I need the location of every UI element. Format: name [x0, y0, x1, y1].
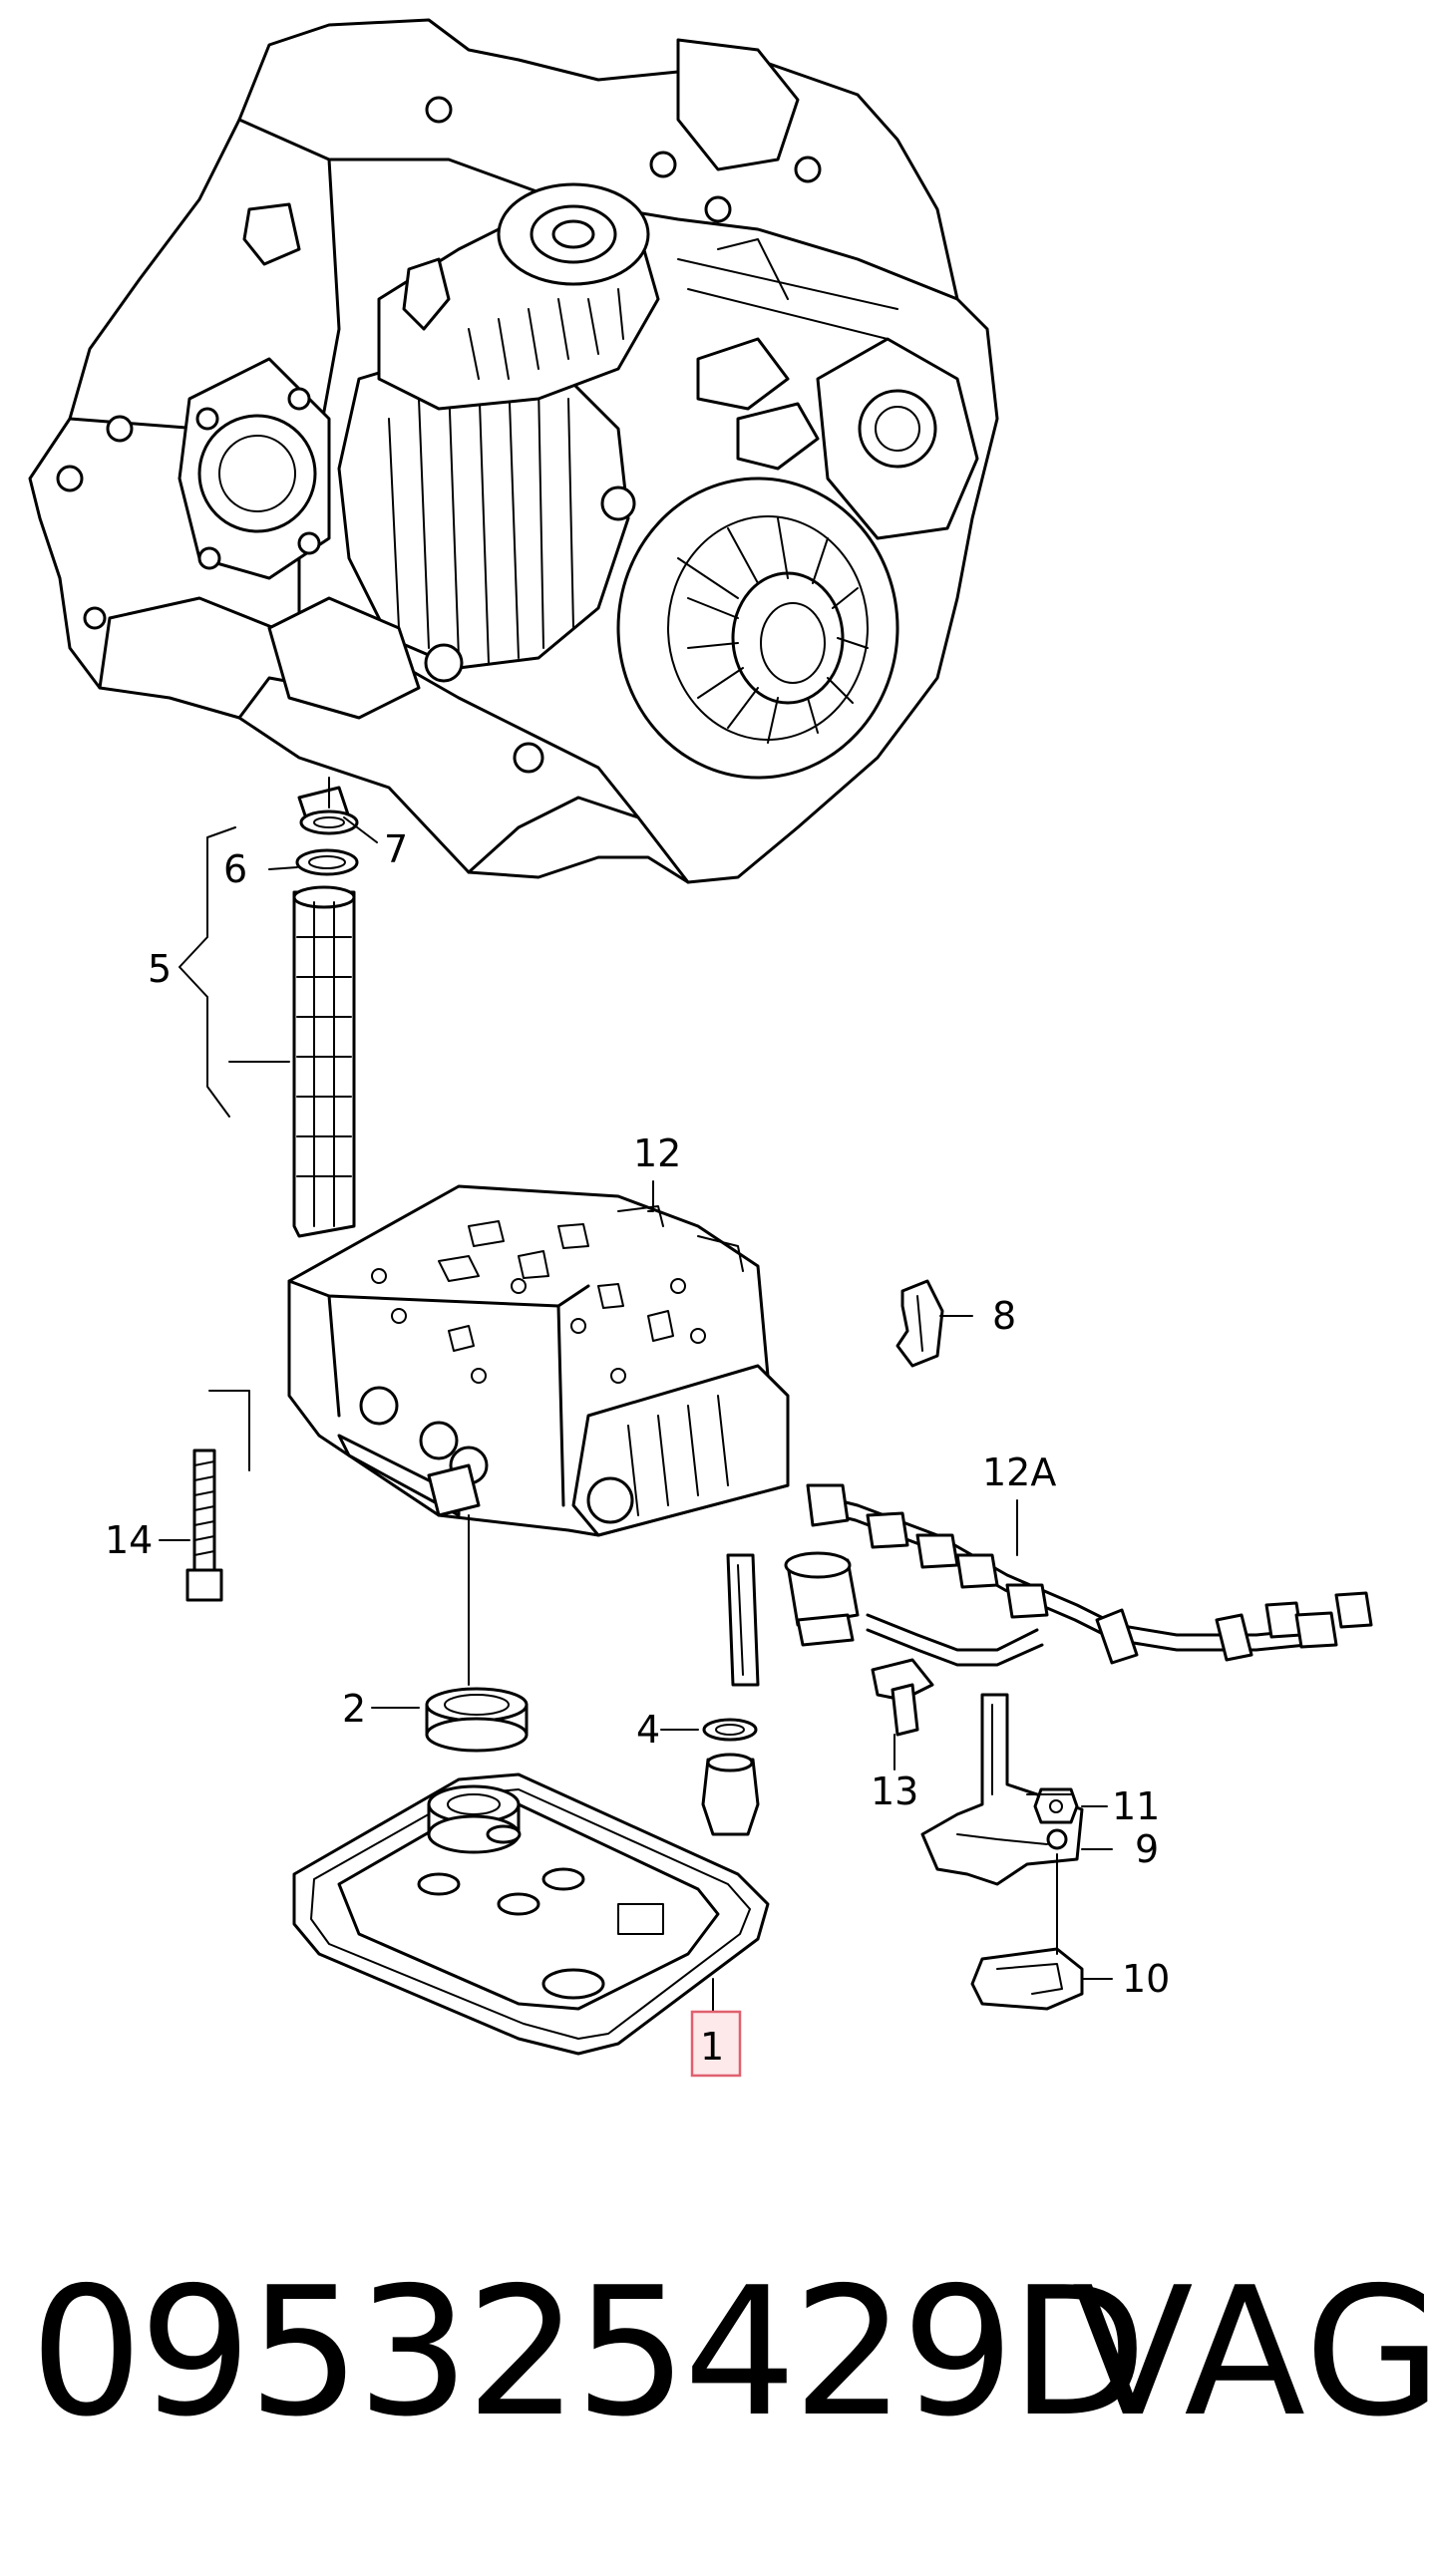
part-4-o-ring [702, 1718, 758, 1742]
callout-1[interactable]: 1 [700, 2025, 724, 2069]
part-13-bolt [871, 1658, 934, 1737]
callout-7[interactable]: 7 [384, 827, 408, 871]
callout-8[interactable]: 8 [992, 1294, 1016, 1338]
callout-13[interactable]: 13 [871, 1770, 918, 1813]
brand-name: VAG [1072, 2249, 1429, 2455]
part-11-nut [1033, 1787, 1079, 1824]
part-2-seal [425, 1687, 529, 1753]
callout-5[interactable]: 5 [148, 947, 172, 991]
sensor [701, 1753, 760, 1836]
callout-2[interactable]: 2 [342, 1687, 366, 1731]
callout-12[interactable]: 12 [633, 1131, 681, 1175]
part-10-bracket [970, 1947, 1084, 2011]
part-1-oil-filter [292, 1772, 770, 2056]
exploded-parts-diagram: 1 2 4 5 6 7 8 9 10 11 12 12A 13 14 [28, 18, 1373, 2078]
part-6-o-ring [295, 848, 359, 876]
part-8-clip [895, 1279, 944, 1368]
part-5-valve-cylinder [292, 885, 356, 1238]
callout-14[interactable]: 14 [105, 1518, 153, 1562]
part-12-mechatronic-unit [287, 1184, 790, 1537]
callout-9[interactable]: 9 [1135, 1827, 1159, 1871]
callout-12a[interactable]: 12A [982, 1450, 1056, 1494]
part-9-bracket [920, 1693, 1084, 1886]
callout-4[interactable]: 4 [636, 1708, 660, 1752]
callout-6[interactable]: 6 [223, 847, 247, 891]
transmission-housing [28, 18, 999, 884]
leader-lines [159, 777, 1113, 2040]
callouts: 1 2 4 5 6 7 8 9 10 11 12 12A 13 14 [105, 827, 1170, 2078]
part-caption: 095325429D VAG [30, 2243, 1429, 2462]
callout-1-highlight [690, 2010, 742, 2078]
callout-11[interactable]: 11 [1112, 1784, 1160, 1828]
callout-10[interactable]: 10 [1122, 1957, 1170, 2001]
part-14-long-bolt [185, 1390, 250, 1602]
part-12a-wiring-harness [726, 1483, 1373, 1687]
part-7-seal [299, 809, 359, 835]
part-number: 095325429D [30, 2249, 1147, 2455]
